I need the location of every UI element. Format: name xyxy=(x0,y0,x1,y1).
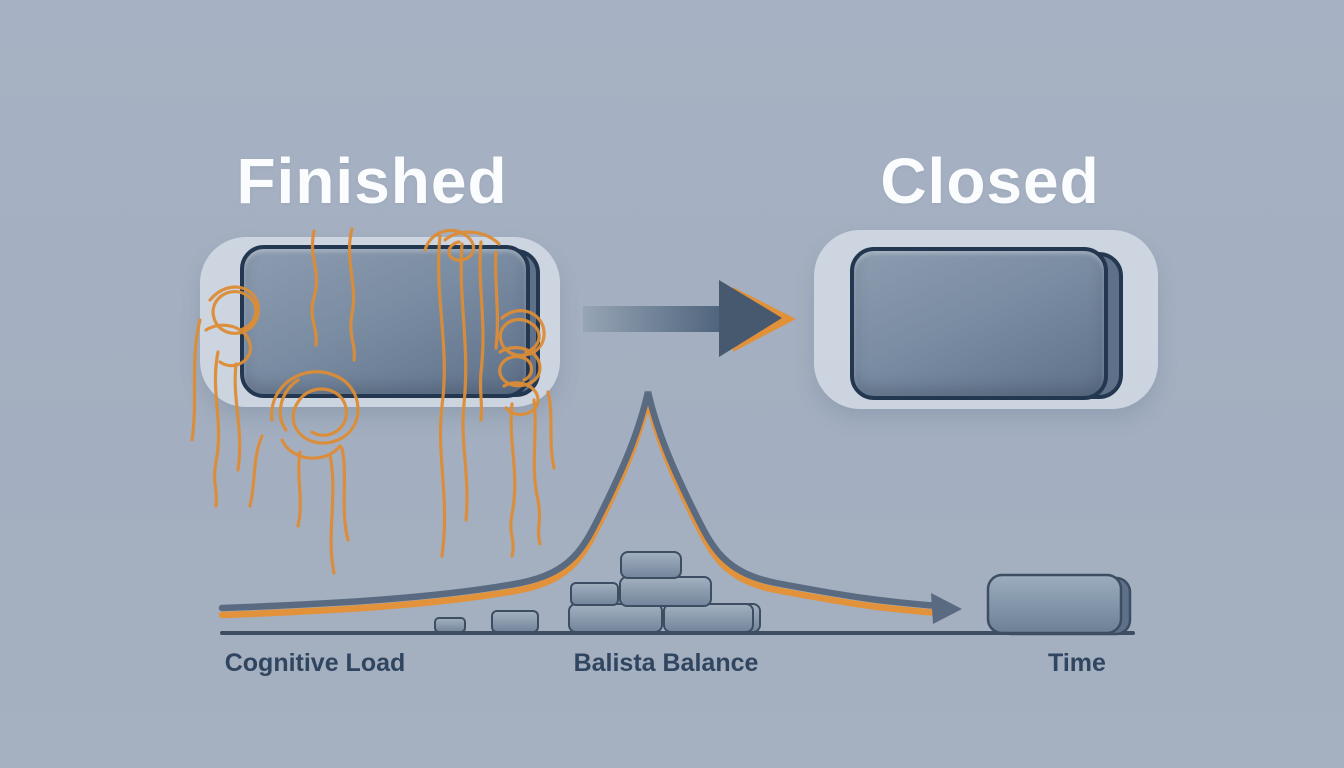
curve-arrowhead-icon xyxy=(931,593,962,624)
finished-title: Finished xyxy=(236,145,508,217)
transition-arrow-icon xyxy=(583,280,796,357)
finished-card xyxy=(240,245,530,398)
cognitive-load-curve xyxy=(218,391,1135,636)
balance-blocks xyxy=(434,551,761,633)
curve-primary-stroke xyxy=(218,391,942,612)
time-block xyxy=(986,573,1132,636)
curve-accent-stroke xyxy=(218,398,942,619)
balista-balance-label: Balista Balance xyxy=(573,649,759,677)
cognitive-load-label: Cognitive Load xyxy=(224,649,406,677)
closed-title: Closed xyxy=(880,145,1100,217)
closed-card xyxy=(850,247,1108,400)
time-label: Time xyxy=(1048,649,1106,677)
